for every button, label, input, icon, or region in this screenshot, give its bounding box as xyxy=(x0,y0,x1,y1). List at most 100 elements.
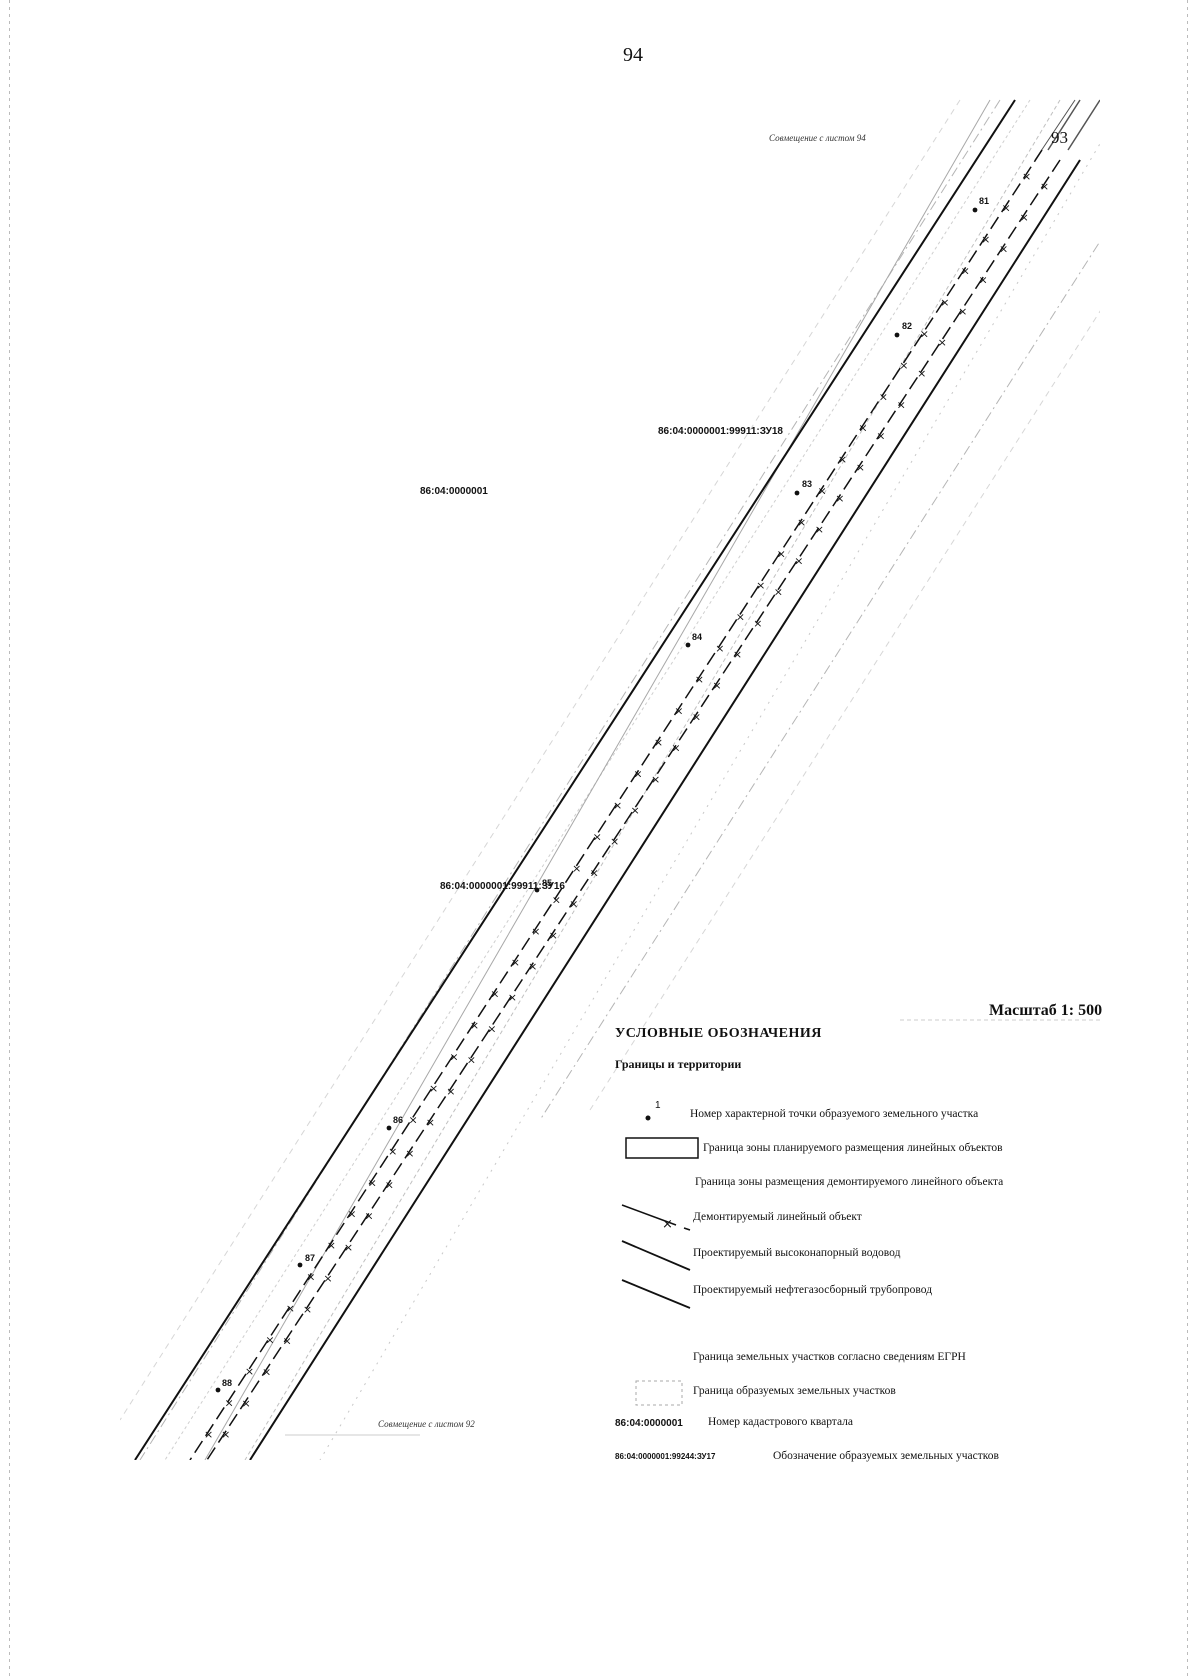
dismantled-x-mark: × xyxy=(940,296,949,309)
legend-item-text: Граница зоны планируемого размещения лин… xyxy=(703,1142,1003,1154)
dismantled-x-mark: × xyxy=(818,485,827,498)
dismantled-x-mark: × xyxy=(979,274,988,287)
legend-oil-line-symbol xyxy=(621,1279,691,1309)
dismantled-x-mark: × xyxy=(774,586,783,599)
dismantled-x-mark: × xyxy=(303,1303,312,1316)
dismantled-x-mark: × xyxy=(674,705,683,718)
point-label: 84 xyxy=(692,632,703,642)
parcel-label: 86:04:0000001:99911:ЗУ18 xyxy=(658,426,783,437)
dismantled-x-mark: × xyxy=(1040,180,1049,193)
dismantled-x-mark: × xyxy=(590,866,599,879)
zone-boundary-line xyxy=(249,159,1081,1460)
point-label: 81 xyxy=(979,196,990,206)
dismantled-x-mark: × xyxy=(876,430,885,443)
parcel-boundary-line xyxy=(139,99,1001,1460)
dismantled-x-mark: × xyxy=(306,1271,315,1284)
legend-item-text: Граница зоны размещения демонтируемого л… xyxy=(695,1176,1004,1188)
dismantled-x-mark: × xyxy=(323,1272,332,1285)
legend-item-text: Демонтируемый линейный объект xyxy=(693,1211,862,1223)
dismantled-x-mark: × xyxy=(920,327,929,340)
dismantled-x-mark: × xyxy=(286,1302,295,1315)
parcel-boundary-line xyxy=(204,99,991,1460)
dismantled-x-mark: × xyxy=(753,617,762,630)
dismantled-x-mark: × xyxy=(856,461,865,474)
dismantled-x-mark: × xyxy=(692,710,701,723)
dismantled-x-mark: × xyxy=(794,554,803,567)
legend-code-text: Номер кадастрового квартала xyxy=(708,1416,854,1428)
parcel-boundary-line xyxy=(120,99,961,1421)
dismantled-x-mark: × xyxy=(593,830,602,843)
dismantled-x-mark: × xyxy=(221,1428,230,1441)
legend-point-symbol xyxy=(645,1115,651,1121)
parcel-boundary-line xyxy=(1047,99,1081,151)
dismantled-x-mark: × xyxy=(364,1210,373,1223)
dismantled-x-mark: × xyxy=(815,523,824,536)
legend-item-text: Граница земельных участков согласно свед… xyxy=(693,1351,966,1363)
characteristic-point-dot xyxy=(534,887,540,893)
dismantled-x-mark: × xyxy=(633,768,642,781)
dismantled-x-mark: × xyxy=(835,492,844,505)
dismantled-x-mark: × xyxy=(487,1022,496,1035)
page-number: 94 xyxy=(623,44,643,66)
dismantled-x-mark: × xyxy=(490,988,499,1001)
sheet-number-label: 93 xyxy=(1051,128,1068,147)
dismantled-x-mark: × xyxy=(610,835,619,848)
legend-title: УСЛОВНЫЕ ОБОЗНАЧЕНИЯ xyxy=(615,1026,822,1041)
legend-dismantled-symbol: × xyxy=(621,1204,691,1232)
legend-item-text: Номер характерной точки образуемого земе… xyxy=(690,1108,979,1120)
dismantled-x-mark: × xyxy=(327,1239,336,1252)
dismantled-x-mark: × xyxy=(245,1365,254,1378)
legend-item-text: Проектируемый нефтегазосборный трубопров… xyxy=(693,1284,933,1296)
dismantled-x-mark: × xyxy=(409,1113,418,1126)
dismantled-x-mark: × xyxy=(347,1208,356,1221)
dismantled-x-mark: × xyxy=(917,367,926,380)
dismantled-x-mark: × xyxy=(999,242,1008,255)
dismantled-x-mark: × xyxy=(879,390,888,403)
dismantled-x-mark: × xyxy=(385,1178,394,1191)
parcel-boundary-line xyxy=(1067,99,1100,151)
legend-code: 86:04:0000001:99244:ЗУ17 xyxy=(615,1452,716,1461)
parcel-boundary-line xyxy=(539,240,1100,1121)
point-label: 85 xyxy=(542,878,553,888)
left-scan-edge xyxy=(9,0,10,1678)
dismantled-x-mark: × xyxy=(429,1082,438,1095)
dismantled-x-mark: × xyxy=(838,453,847,466)
dismantled-x-mark: × xyxy=(368,1176,377,1189)
dismantled-x-mark: × xyxy=(470,1019,479,1032)
parcel-label: 86:04:0000001:99911:ЗУ16 xyxy=(440,881,565,892)
dismantled-x-mark: × xyxy=(899,359,908,372)
characteristic-point-dot xyxy=(297,1262,303,1268)
dismantled-x-mark: × xyxy=(938,336,947,349)
characteristic-point-dot xyxy=(972,207,978,213)
dismantled-x-mark: × xyxy=(654,736,663,749)
dismantled-x-mark: × xyxy=(736,610,745,623)
junction-label-top: Совмещение с листом 94 xyxy=(769,133,866,143)
dismantled-x-mark: × xyxy=(552,893,561,906)
dismantled-x-mark: × xyxy=(961,265,970,278)
zone-boundary-line xyxy=(134,99,1016,1460)
dismantled-x-mark: × xyxy=(528,960,537,973)
parcel-boundary-line xyxy=(319,142,1100,1460)
dismantled-x-mark: × xyxy=(265,1334,274,1347)
legend-item-text: Граница образуемых земельных участков xyxy=(693,1385,896,1397)
characteristic-point-dot xyxy=(386,1125,392,1131)
point-label: 86 xyxy=(393,1115,404,1125)
dismantled-x-mark: × xyxy=(225,1396,234,1409)
dismantled-x-mark: × xyxy=(631,804,640,817)
point-label: 83 xyxy=(802,479,813,489)
dismantled-x-mark: × xyxy=(858,422,867,435)
dismantled-x-mark: × xyxy=(651,773,660,786)
dismantled-x-mark: × xyxy=(449,1051,458,1064)
dismantled-x-mark: × xyxy=(531,925,540,938)
legend-zone-box-symbol xyxy=(625,1137,699,1159)
dismantled-x-mark: × xyxy=(405,1147,414,1160)
dismantled-x-mark: × xyxy=(712,679,721,692)
dismantled-x-mark: × xyxy=(283,1334,292,1347)
legend-parcel-box-symbol xyxy=(635,1380,683,1406)
legend-code: 86:04:0000001 xyxy=(615,1418,683,1429)
point-label: 87 xyxy=(305,1253,316,1263)
dismantled-x-mark: × xyxy=(262,1366,271,1379)
characteristic-point-dot xyxy=(894,332,900,338)
dismantled-x-mark: × xyxy=(572,862,581,875)
dismantled-x-mark: × xyxy=(756,579,765,592)
